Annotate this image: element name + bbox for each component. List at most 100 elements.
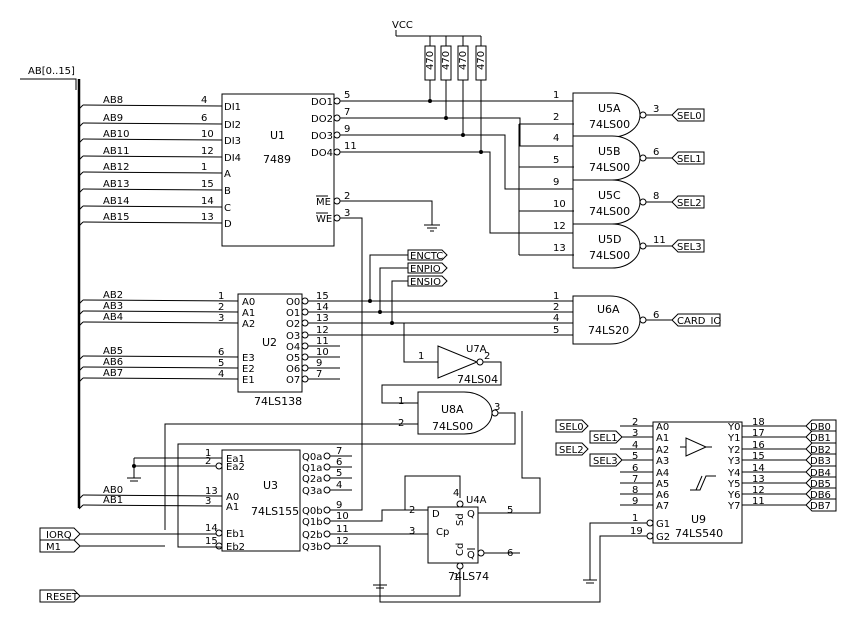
- u5-part: 74LS00: [589, 205, 630, 218]
- u2-out-bubble: [301, 297, 309, 305]
- u4-sd-label: Sd: [455, 513, 466, 526]
- u5-ref: U5D: [598, 233, 622, 246]
- u5-in-a-pin: 4: [553, 133, 559, 144]
- u1-in-name: DI4: [224, 153, 241, 164]
- u9-in-pin: 8: [632, 485, 638, 496]
- u9-out-net: DB6: [810, 490, 831, 501]
- u3-left-name: Ea2: [226, 462, 245, 473]
- net-port: [589, 430, 623, 444]
- u4-cp-label: Cp: [436, 527, 449, 538]
- u1-in-net: AB12: [103, 162, 129, 173]
- u2-a-tap: [78, 321, 84, 327]
- net-port: [555, 419, 589, 433]
- enable-label: ENSIO: [410, 277, 441, 288]
- u9-out-pin: 15: [752, 451, 765, 462]
- u3-left-name: Eb1: [226, 529, 245, 540]
- u4-cd-label: Cd: [455, 543, 466, 556]
- u3-right-bubble: [323, 506, 331, 514]
- u2-e-net: AB6: [103, 357, 123, 368]
- u8-body: [417, 391, 493, 435]
- u3-right-bubble: [323, 486, 331, 494]
- u1-in-tap: [78, 138, 84, 144]
- u2-a-wire: [82, 321, 239, 324]
- u2-out-name: O2: [286, 319, 300, 330]
- u3-right-bubble: [323, 452, 331, 460]
- u2-e-pin: 6: [218, 347, 224, 358]
- u2-out-name: O6: [286, 364, 300, 375]
- u5-bubble: [639, 198, 647, 206]
- u3-right-name: Q0a: [302, 452, 322, 463]
- u1-out-pin: 7: [344, 107, 350, 118]
- u3-left-name: A1: [226, 502, 239, 513]
- u9-out-name: Y3: [727, 456, 740, 467]
- u3-left-name: Eb2: [226, 542, 245, 553]
- u1-part: 7489: [263, 153, 291, 166]
- u3-right-pin: 5: [336, 468, 342, 479]
- u1-in-name: D: [224, 219, 232, 230]
- u9-out-pin: 17: [752, 428, 765, 439]
- u2-out-name: O0: [286, 297, 300, 308]
- u3-left-pin: 2: [205, 456, 211, 467]
- u5-in-a-pin: 12: [553, 221, 566, 232]
- u9-in-name: A5: [656, 479, 669, 490]
- signal-port: [39, 589, 81, 603]
- u3-a-net: AB0: [103, 485, 123, 496]
- u3-eb1-bubble: [215, 529, 223, 537]
- u4-cd-pin: 1: [453, 572, 459, 583]
- u1-in-wire: [82, 221, 223, 224]
- u6-in-pin: 1: [553, 291, 559, 302]
- u5-ref: U5C: [598, 189, 621, 202]
- u2-a-net: AB3: [103, 301, 123, 312]
- u3-ea2-bubble: [215, 462, 223, 470]
- u9-in-net: SEL0: [559, 422, 584, 433]
- u1-in-pin: 15: [201, 179, 214, 190]
- u2-a-name: A0: [242, 297, 255, 308]
- u2-out-bubble: [301, 342, 309, 350]
- u2-out-name: O5: [286, 353, 300, 364]
- u3-a-wire: [82, 504, 223, 507]
- u3-pins: Ea11Ea22A013A13Eb114Eb215AB0AB1Q0a7Q1a6Q…: [78, 446, 433, 589]
- u3-q1b-to-d-wire: [352, 509, 428, 522]
- u2-out-bubble: [301, 319, 309, 327]
- signal-port-label: RESET: [46, 592, 79, 603]
- net-port: [671, 313, 721, 327]
- u9-body: [652, 421, 743, 544]
- u6-in-pin: 5: [553, 325, 559, 336]
- u2-out-name: O3: [286, 331, 300, 342]
- u8-in-a-pin: 1: [398, 396, 404, 407]
- u1-in-name: C: [224, 203, 231, 214]
- u5-out-pin: 3: [653, 104, 659, 115]
- u1-out-name: DO4: [311, 148, 333, 159]
- u5-in-a-pin: 9: [553, 177, 559, 188]
- u2-e-pin: 4: [218, 369, 224, 380]
- u5-bubble: [639, 154, 647, 162]
- u9-out-name: Y5: [727, 479, 740, 490]
- u2-out-bubble: [301, 375, 309, 383]
- u9-ref: U9: [691, 513, 706, 526]
- u7-part: 74LS04: [457, 373, 498, 386]
- u6-ref: U6A: [597, 303, 620, 316]
- u2-a-pin: 3: [218, 313, 224, 324]
- u1-we-pin: 3: [344, 208, 350, 219]
- net-port: [805, 465, 837, 479]
- u1-in-pin: 6: [201, 113, 207, 124]
- u2-out-bubble: [301, 353, 309, 361]
- resistor-value: 470: [458, 51, 469, 70]
- u7-to-u8-wire: [381, 361, 502, 404]
- u1-in-pin: 13: [201, 212, 214, 223]
- net-port: [671, 195, 705, 209]
- u9-g2-wire: [379, 535, 647, 603]
- u9-in-net: SEL3: [593, 456, 618, 467]
- u4-qn-bubble: [477, 549, 485, 557]
- u3-right-name: Q1a: [302, 463, 322, 474]
- u3-left-pin: 13: [205, 486, 218, 497]
- u2-out-pin: 15: [316, 291, 329, 302]
- u2-e-wire: [82, 366, 239, 369]
- u2-e-name: E1: [242, 375, 255, 386]
